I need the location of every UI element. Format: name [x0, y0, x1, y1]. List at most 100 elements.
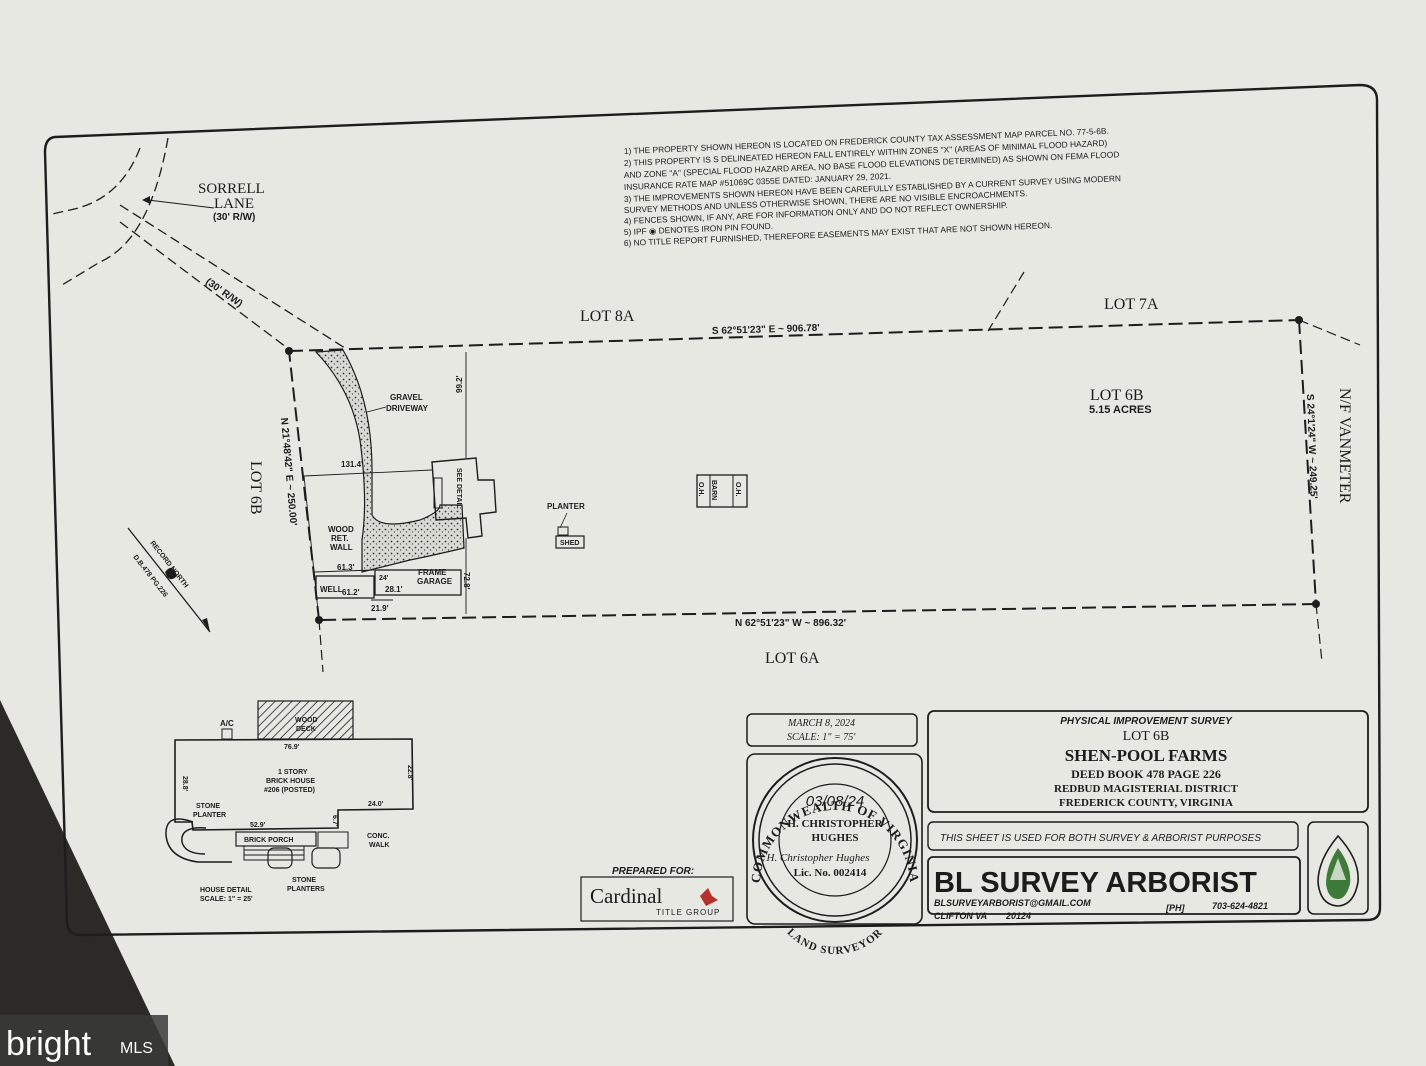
pine-icon	[1330, 858, 1346, 880]
dim-131-4: 131.4'	[341, 460, 363, 469]
dim-72-8: 72.8'	[462, 572, 471, 590]
seal-name-2: HUGHES	[811, 832, 858, 844]
house-label-1: 1 STORY	[278, 769, 308, 776]
title-block	[927, 710, 1369, 813]
cardinal-bird-icon	[700, 888, 718, 906]
seal-name-1: H. CHRISTOPHER	[787, 818, 883, 830]
dim-28-1: 28.1'	[385, 585, 403, 594]
iron-pin-sw	[315, 616, 323, 624]
lot-6a-label: LOT 6A	[765, 650, 820, 667]
stone-planters-label-1: STONE	[292, 877, 316, 884]
wood-deck-shape	[257, 700, 354, 740]
sorrell-lane-road	[51, 137, 346, 351]
house-detail-title: HOUSE DETAIL	[200, 887, 252, 894]
bearing-east: S 24°1'24" W ~ 249.25'	[1304, 394, 1319, 499]
road-rw: (30' R/W)	[213, 212, 255, 223]
house-dim-24-0: 24.0'	[368, 801, 384, 808]
road-name-line1: SORRELL	[198, 181, 265, 197]
surveyor-seal	[746, 753, 923, 925]
house-dim-76-9: 76.9'	[284, 744, 300, 751]
dim-21-9: 21.9'	[371, 604, 389, 613]
wood-wall-label-3: WALL	[330, 543, 353, 552]
cardinal-name: Cardinal	[590, 884, 662, 908]
purpose-box	[927, 821, 1299, 851]
lot-7a-label: LOT 7A	[1104, 296, 1159, 313]
barn	[696, 474, 748, 508]
house-detail-scale: SCALE: 1" = 25'	[200, 896, 253, 903]
acreage: 5.15 ACRES	[1089, 404, 1152, 416]
survey-date: MARCH 8, 2024	[787, 718, 855, 729]
stone-planters-label-2: PLANTERS	[287, 886, 325, 893]
house-dim-22-8: 22.8'	[406, 765, 413, 781]
prepared-for-label: PREPARED FOR:	[612, 866, 694, 877]
well-label: WELL	[320, 585, 343, 594]
arborist-logo-box	[1307, 821, 1369, 915]
wood-wall-label-2: RET.	[331, 534, 348, 543]
house-detail	[165, 700, 414, 869]
deck-label-2: DECK	[296, 726, 316, 733]
house-label-3: #206 (POSTED)	[264, 787, 315, 794]
house-footprint	[431, 457, 497, 539]
company-email: BLSURVEYARBORIST@GMAIL.COM	[934, 898, 1091, 908]
north-arrow	[127, 527, 211, 633]
cardinal-logo-box	[580, 876, 734, 922]
title-deed: DEED BOOK 478 PAGE 226	[1071, 767, 1221, 781]
company-name: BL SURVEY ARBORIST	[934, 867, 1257, 899]
brick-porch-label: BRICK PORCH	[244, 837, 293, 844]
dim-61-2: 61.2'	[342, 588, 360, 597]
iron-pin-ne	[1295, 316, 1303, 324]
house-dim-52-9: 52.9'	[250, 822, 266, 829]
bearing-north: S 62°51'23" E ~ 906.78'	[712, 323, 820, 337]
barn-label: BARN	[710, 480, 717, 500]
conc-walk-label-2: WALK	[369, 842, 390, 849]
house-dim-6-7: 6.7'	[331, 815, 338, 827]
gravel-label-1: GRAVEL	[390, 393, 423, 402]
lot-6b-label: LOT 6B	[1090, 387, 1143, 404]
seal-signature: H. Christopher Hughes	[766, 852, 870, 864]
shed-label: SHED	[560, 540, 579, 547]
frame-label: FRAME	[418, 568, 447, 577]
dim-61-3: 61.3'	[337, 563, 355, 572]
gravel-driveway	[314, 349, 465, 573]
seal-date: 03/08/24	[806, 793, 864, 810]
cardinal-subtitle: TITLE GROUP	[656, 908, 720, 917]
see-detail-label: SEE DETAIL	[455, 468, 462, 509]
house-dim-28-8: 28.8'	[181, 776, 188, 792]
title-district: REDBUD MAGISTERIAL DISTRICT	[1054, 783, 1239, 795]
conc-walk-label-1: CONC.	[367, 833, 390, 840]
company-ph-label: [PH]	[1165, 903, 1185, 913]
stone-planter-label-1: STONE	[196, 803, 220, 810]
barn-oh-right: O.H.	[734, 482, 741, 496]
company-block	[927, 856, 1301, 915]
wood-wall-label-1: WOOD	[328, 525, 354, 534]
title-county: FREDERICK COUNTY, VIRGINIA	[1059, 797, 1233, 809]
garage-label: GARAGE	[417, 577, 453, 586]
vanmeter-label: N/F VANMETER	[1336, 388, 1353, 504]
stone-planter-label-2: PLANTER	[193, 812, 226, 819]
dim-99-2: 99.2'	[455, 375, 464, 393]
dim-24: 24'	[379, 575, 389, 582]
date-box	[746, 713, 918, 747]
ac-label: A/C	[220, 719, 234, 728]
title-lot: LOT 6B	[1123, 729, 1170, 744]
barn-oh-left: O.H.	[697, 482, 704, 496]
drawing-border	[43, 83, 1382, 937]
bearing-south: N 62°51'23" W ~ 896.32'	[735, 618, 846, 629]
company-zip: 20124	[1005, 911, 1031, 921]
title-name: SHEN-POOL FARMS	[1065, 746, 1228, 765]
company-city: CLIFTON VA	[934, 911, 987, 921]
company-phone: 703-624-4821	[1212, 901, 1268, 911]
iron-pin-nw	[285, 347, 293, 355]
survey-scale: SCALE: 1" = 75'	[787, 732, 856, 743]
lot-6b-west-label: LOT 6B	[247, 461, 264, 514]
bright-watermark-box	[0, 1015, 168, 1066]
dimension-lines	[303, 352, 467, 614]
lot-8a-label: LOT 8A	[580, 308, 635, 325]
deck-label-1: WOOD	[295, 717, 318, 724]
seal-license: Lic. No. 002414	[794, 867, 867, 879]
shed-shape	[555, 535, 585, 549]
planter-label: PLANTER	[547, 502, 585, 511]
planter-shape	[557, 526, 569, 536]
